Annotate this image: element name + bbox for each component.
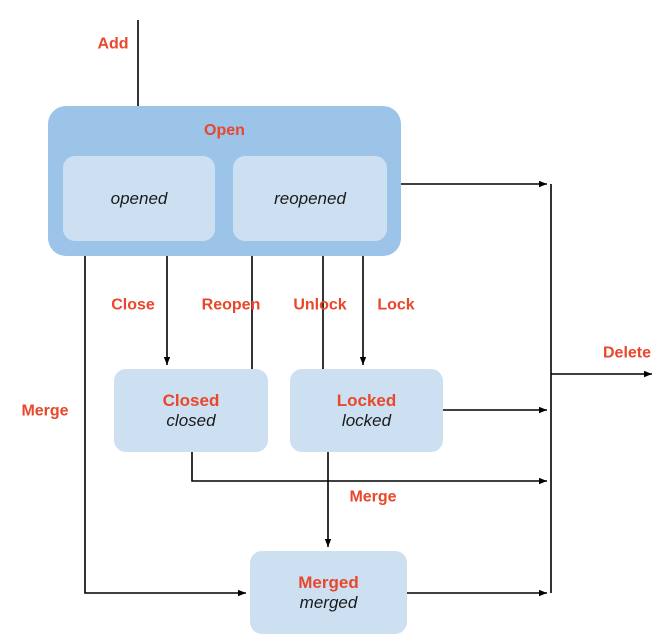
state-closed-name: Closed (162, 390, 220, 410)
edge-label-add: Add (97, 35, 129, 53)
state-locked[interactable]: Locked locked (290, 369, 443, 452)
state-group-open-title: Open (204, 122, 245, 139)
state-reopened[interactable]: reopened (233, 156, 387, 241)
state-closed[interactable]: Closed closed (114, 369, 268, 452)
state-closed-value: closed (166, 410, 216, 430)
edge-merge-left (84, 256, 246, 597)
edge-label-merge-center: Merge (349, 488, 397, 506)
state-reopened-value: reopened (274, 188, 346, 208)
state-opened-value: opened (110, 188, 168, 208)
edge-closed-to-delete-bus (191, 452, 547, 485)
state-merged-name: Merged (298, 572, 359, 592)
state-merged[interactable]: Merged merged (250, 551, 407, 634)
edge-label-reopen: Reopen (201, 296, 261, 314)
edge-label-delete: Delete (602, 344, 652, 362)
edge-label-unlock: Unlock (293, 296, 347, 314)
state-locked-value: locked (341, 410, 392, 430)
state-opened[interactable]: opened (63, 156, 215, 241)
edge-label-close: Close (111, 296, 155, 314)
edge-label-lock: Lock (377, 296, 415, 314)
state-locked-name: Locked (336, 390, 397, 410)
edge-label-merge-left: Merge (21, 402, 69, 420)
state-merged-value: merged (299, 592, 358, 612)
